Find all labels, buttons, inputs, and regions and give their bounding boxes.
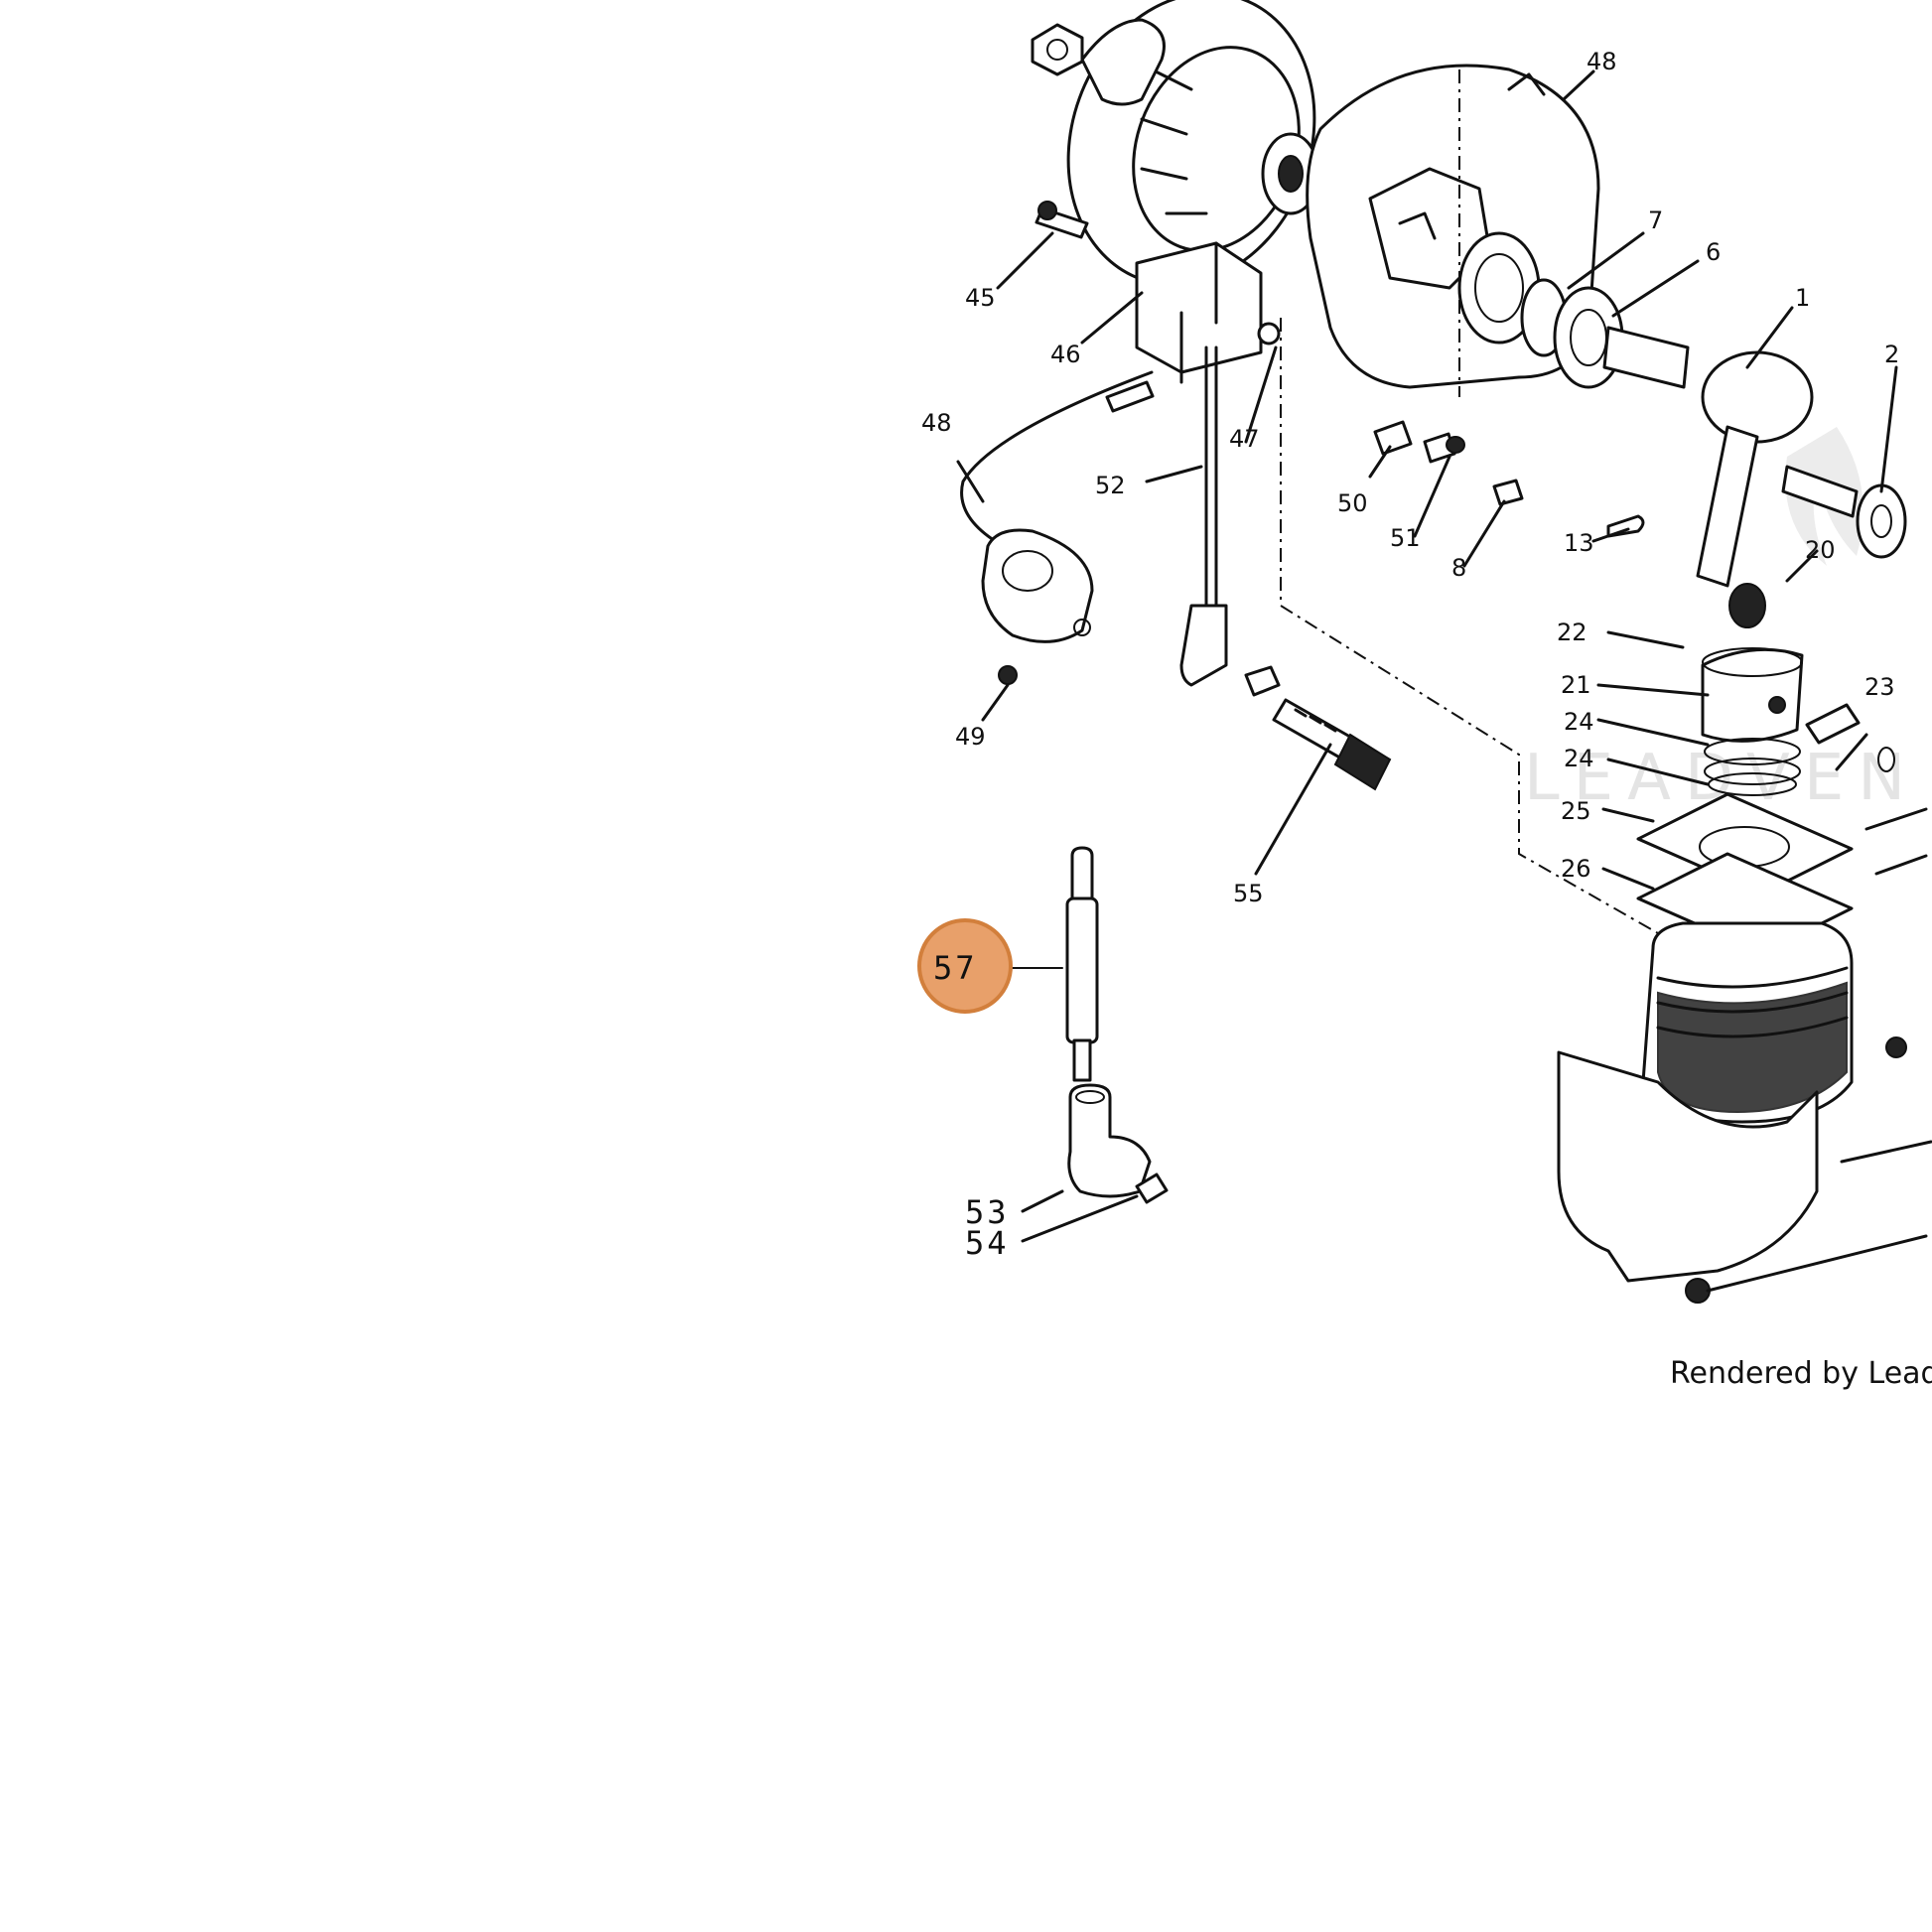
label-22[interactable]: 22 — [1557, 619, 1587, 646]
stop-switch[interactable] — [981, 528, 1094, 685]
ignition-coil[interactable] — [1135, 241, 1263, 384]
label-21[interactable]: 21 — [1561, 671, 1591, 699]
cylinder[interactable] — [1636, 807, 1928, 1124]
label-50[interactable]: 50 — [1337, 489, 1368, 517]
small-fasteners[interactable] — [1257, 322, 1645, 538]
label-7[interactable]: 7 — [1648, 207, 1663, 234]
label-6[interactable]: 6 — [1706, 238, 1721, 266]
spark-plug[interactable] — [1272, 698, 1392, 791]
shroud[interactable] — [1557, 1036, 1932, 1304]
label-53[interactable]: 53 — [965, 1193, 1010, 1231]
label-24-upper[interactable]: 24 — [1564, 708, 1594, 736]
label-48-top[interactable]: 48 — [1587, 48, 1617, 75]
plug-cap-lower[interactable] — [1067, 1083, 1169, 1204]
rod-57[interactable] — [1065, 846, 1099, 1082]
label-26[interactable]: 26 — [1561, 855, 1591, 883]
label-47[interactable]: 47 — [1229, 425, 1260, 453]
nut-and-arm[interactable] — [1031, 18, 1166, 106]
spark-plug-cable[interactable] — [960, 345, 1218, 618]
label-25[interactable]: 25 — [1561, 797, 1591, 825]
piston-rings[interactable] — [1704, 738, 1801, 796]
label-55[interactable]: 55 — [1233, 880, 1264, 907]
label-1[interactable]: 1 — [1795, 284, 1810, 312]
crankshaft[interactable] — [1520, 278, 1907, 628]
label-49[interactable]: 49 — [955, 723, 986, 751]
label-51[interactable]: 51 — [1390, 524, 1421, 552]
label-13[interactable]: 13 — [1564, 529, 1594, 557]
label-45[interactable]: 45 — [965, 284, 996, 312]
bolt-45[interactable] — [1035, 201, 1089, 239]
leader-lines — [956, 69, 1898, 1243]
piston[interactable] — [1701, 647, 1804, 743]
label-46[interactable]: 46 — [1050, 341, 1081, 368]
highlight-callout-57[interactable]: 57 — [917, 918, 1013, 1014]
label-2[interactable]: 2 — [1884, 341, 1899, 368]
label-23[interactable]: 23 — [1864, 673, 1895, 701]
label-54[interactable]: 54 — [965, 1224, 1010, 1262]
piston-pin[interactable] — [1805, 703, 1895, 772]
label-48-left[interactable]: 48 — [921, 409, 952, 437]
label-52[interactable]: 52 — [1095, 472, 1126, 499]
label-8[interactable]: 8 — [1451, 554, 1466, 582]
plug-cap-upper[interactable] — [1179, 604, 1281, 697]
label-20[interactable]: 20 — [1805, 536, 1836, 564]
highlight-label: 57 — [933, 949, 978, 987]
label-24-lower[interactable]: 24 — [1564, 745, 1594, 772]
assembly-guide-line — [1280, 318, 1659, 934]
credit-text: Rendered by LeadVe — [1670, 1356, 1932, 1391]
